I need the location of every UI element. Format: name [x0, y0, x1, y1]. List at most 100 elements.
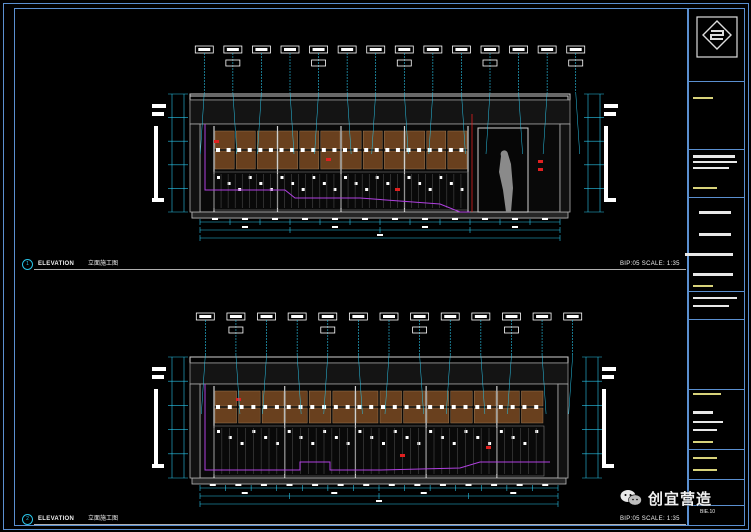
- annotation-tag: [228, 326, 244, 334]
- wood-panel: [384, 150, 404, 170]
- dimension-marker: [259, 182, 263, 185]
- dimension-marker: [439, 176, 443, 179]
- purple-section-line: [204, 124, 470, 213]
- dimension-marker: [440, 436, 444, 439]
- wood-panel: [341, 130, 362, 150]
- dimension-marker: [418, 182, 422, 185]
- dimension-marker: [263, 405, 268, 409]
- drawing-number-badge: 1: [22, 259, 33, 270]
- drawing-subtitle: 立面施工图: [88, 516, 119, 522]
- dimension-text: [392, 218, 398, 220]
- dimension-marker: [311, 148, 316, 152]
- title-underline: [34, 269, 686, 270]
- wood-panel: [521, 407, 544, 424]
- annotation-tag-text: [341, 48, 354, 51]
- drawing-subtitle: 立面施工图: [88, 261, 119, 267]
- annotation-tag: [412, 326, 428, 334]
- title-block-divider: [689, 389, 744, 390]
- dimension-marker: [510, 405, 515, 409]
- dimension-marker: [535, 430, 539, 433]
- dimension-marker: [393, 430, 397, 433]
- dimension-text: [414, 484, 421, 486]
- dimension-marker: [240, 442, 244, 445]
- annotation-tag-text: [455, 48, 468, 51]
- dimension-marker: [227, 182, 231, 185]
- title-block-bar: [693, 161, 737, 163]
- wood-panel: [261, 390, 284, 407]
- floor-slab: [191, 211, 569, 219]
- dimension-marker: [280, 176, 284, 179]
- dimension-text: [260, 484, 267, 486]
- dimension-text: [362, 218, 368, 220]
- dimension-text-vertical: [604, 126, 608, 198]
- dimension-marker: [291, 182, 295, 185]
- wood-panel: [447, 150, 468, 170]
- title-block-bar: [693, 429, 717, 431]
- wood-panel: [426, 390, 449, 407]
- dimension-text: [337, 484, 344, 486]
- dimension-text: [510, 492, 517, 494]
- title-underline: [34, 524, 686, 525]
- dimension-marker: [290, 148, 295, 152]
- dimension-marker: [488, 442, 492, 445]
- annotation-tag-text: [604, 198, 616, 202]
- wood-panel: [320, 130, 341, 150]
- title-block-divider: [689, 81, 744, 82]
- red-marker: [326, 158, 331, 161]
- dimension-marker: [406, 148, 411, 152]
- purple-section-line: [204, 384, 550, 471]
- dimension-marker: [392, 405, 397, 409]
- title-block-divider: [689, 319, 744, 320]
- dimension-marker: [353, 148, 358, 152]
- dimension-text: [272, 218, 278, 220]
- wood-panel: [447, 130, 468, 150]
- wood-panel: [278, 150, 298, 170]
- annotation-tag-text: [566, 315, 579, 318]
- title-block-bar: [693, 457, 717, 459]
- annotation-tag-text: [474, 315, 487, 318]
- dimension-marker: [369, 405, 374, 409]
- dimension-marker: [522, 405, 527, 409]
- title-block-divider: [689, 291, 744, 292]
- wood-panel: [299, 130, 320, 150]
- dimension-marker: [301, 188, 305, 191]
- annotation-tag-text: [413, 315, 426, 318]
- leader-line: [371, 91, 376, 155]
- title-block-bar: [693, 469, 717, 471]
- leader-line: [485, 91, 491, 155]
- title-block-divider: [689, 505, 744, 506]
- dimension-marker: [354, 182, 358, 185]
- dimension-text: [388, 484, 395, 486]
- annotation-tag-text: [604, 104, 618, 108]
- dimension-marker: [268, 148, 273, 152]
- leader-line: [568, 354, 573, 415]
- wood-panel: [497, 407, 520, 424]
- annotation-tag-text: [426, 48, 439, 51]
- dimension-text: [439, 484, 446, 486]
- dimension-text: [286, 484, 293, 486]
- drawing-scale: BIP:05 SCALE: 1:35: [620, 261, 680, 267]
- annotation-tag-text: [536, 315, 549, 318]
- wood-panel: [426, 130, 447, 150]
- dimension-marker: [381, 405, 385, 409]
- dimension-text-vertical: [154, 126, 158, 198]
- wood-panel: [261, 407, 284, 424]
- dimension-marker: [239, 405, 244, 409]
- dimension-marker: [217, 430, 220, 433]
- wood-panel: [332, 407, 355, 424]
- wood-panel: [403, 390, 426, 407]
- leader-line: [358, 354, 363, 415]
- title-block-bar: [693, 273, 733, 276]
- dimension-marker: [374, 148, 379, 152]
- annotation-tag-text: [152, 464, 164, 468]
- wood-panel: [426, 407, 449, 424]
- dimension-text: [542, 484, 549, 486]
- annotation-tag-text: [312, 48, 325, 51]
- dimension-marker: [343, 148, 347, 152]
- dimension-marker: [459, 148, 464, 152]
- dimension-marker: [460, 188, 464, 191]
- leader-line: [257, 91, 262, 155]
- title-block: [685, 8, 745, 526]
- annotation-tag-text: [484, 48, 496, 51]
- title-block-bar: [693, 167, 729, 169]
